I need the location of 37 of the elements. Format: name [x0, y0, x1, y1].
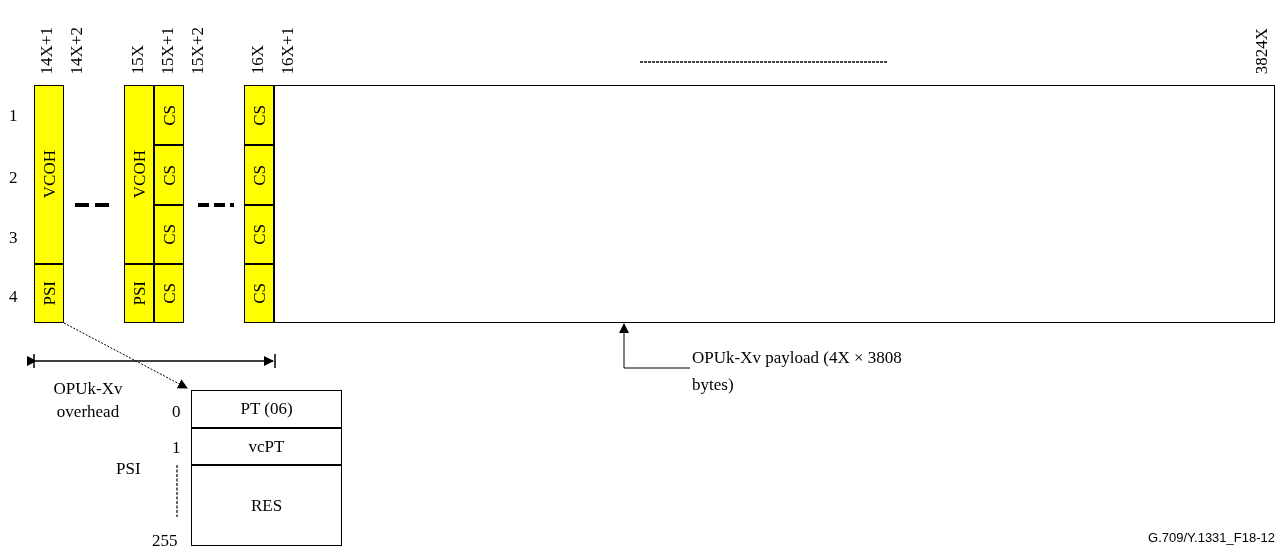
overhead-label: OPUk-Xv overhead — [52, 378, 124, 423]
overhead-cell: PSI — [124, 264, 154, 323]
psi-table-row: PT (06) — [191, 390, 342, 428]
byte-number: 255 — [152, 530, 178, 546]
column-number: 14X+2 — [68, 26, 85, 74]
column-number: 3824X — [1253, 27, 1270, 74]
byte-number: 1 — [172, 437, 181, 459]
byte-number: 0 — [172, 401, 181, 423]
row-number: 1 — [9, 105, 18, 127]
overhead-cell: CS — [244, 205, 274, 264]
psi-table-row: vcPT — [191, 428, 342, 465]
overhead-cell: VCOH — [124, 85, 154, 264]
column-number: 14X+1 — [38, 26, 55, 74]
overhead-cell: CS — [244, 145, 274, 205]
overhead-cell: CS — [244, 264, 274, 323]
psi-table-row: RES — [191, 465, 342, 546]
row-number: 3 — [9, 227, 18, 249]
overhead-cell: CS — [154, 205, 184, 264]
column-number: 15X+2 — [189, 26, 206, 74]
column-number: 15X — [129, 44, 146, 74]
overhead-cell: CS — [154, 145, 184, 205]
overhead-cell: CS — [154, 264, 184, 323]
column-number: 15X+1 — [159, 26, 176, 74]
row-number: 2 — [9, 167, 18, 189]
callout-text: OPUk-Xv payload (4X × 3808 bytes) — [692, 344, 922, 398]
overhead-cell: VCOH — [34, 85, 64, 264]
column-number: 16X+1 — [279, 26, 296, 74]
figure-id: G.709/Y.1331_F18-12 — [1147, 529, 1275, 546]
overhead-cell: PSI — [34, 264, 64, 323]
column-number: 16X — [249, 44, 266, 74]
row-number: 4 — [9, 286, 18, 308]
arrow — [619, 323, 691, 369]
byte-number: PSI — [116, 458, 141, 480]
leader-line — [63, 322, 188, 389]
overhead-cell: CS — [154, 85, 184, 145]
overhead-cell: CS — [244, 85, 274, 145]
payload-area — [274, 85, 1275, 323]
